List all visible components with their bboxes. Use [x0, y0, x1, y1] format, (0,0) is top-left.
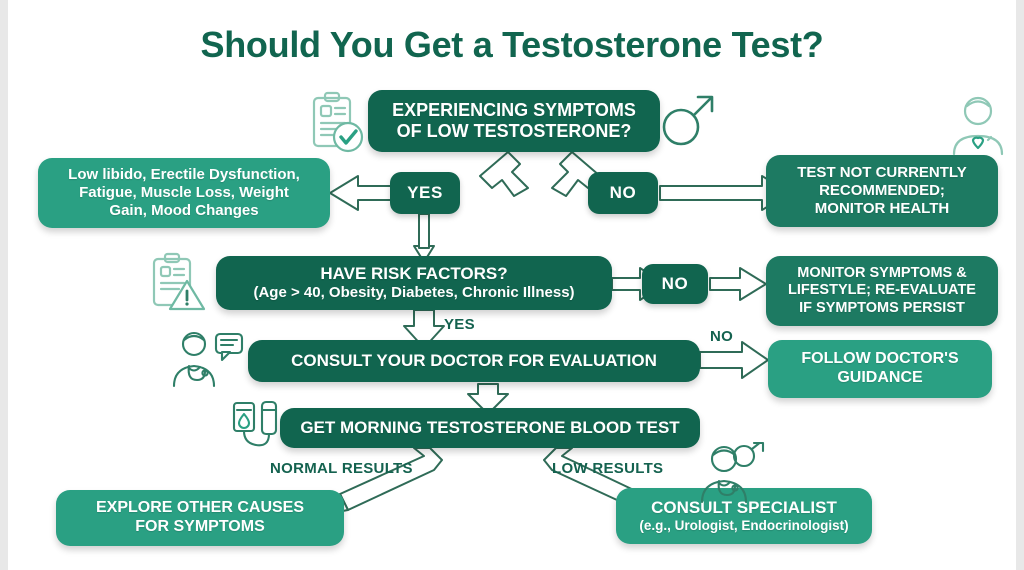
node-have-risk-factors[interactable]: HAVE RISK FACTORS? (Age > 40, Obesity, D…: [216, 256, 612, 310]
node-line: Gain, Mood Changes: [109, 201, 259, 219]
node-line: MONITOR SYMPTOMS &: [797, 265, 967, 282]
decision-pill-no-risk[interactable]: NO: [642, 264, 708, 304]
node-line: IF SYMPTOMS PERSIST: [799, 299, 965, 316]
node-line: HAVE RISK FACTORS?: [320, 264, 508, 284]
node-line: GET MORNING TESTOSTERONE BLOOD TEST: [300, 417, 680, 437]
node-line: FOR SYMPTOMS: [135, 518, 265, 535]
node-line: GUIDANCE: [837, 369, 923, 386]
node-symptom-list[interactable]: Low libido, Erectile Dysfunction, Fatigu…: [38, 158, 330, 228]
node-line: (e.g., Urologist, Endocrinologist): [639, 518, 849, 534]
person-heart-icon: [944, 92, 1012, 160]
edge-label-no-doctor: NO: [710, 328, 734, 345]
node-blood-test[interactable]: GET MORNING TESTOSTERONE BLOOD TEST: [280, 408, 700, 448]
node-line: TEST NOT CURRENTLY: [797, 164, 967, 182]
node-experiencing-symptoms[interactable]: EXPERIENCING SYMPTOMS OF LOW TESTOSTERON…: [368, 90, 660, 152]
node-line: LIFESTYLE; RE-EVALUATE: [788, 282, 976, 299]
page-title: Should You Get a Testosterone Test?: [200, 24, 824, 65]
node-line: Fatigue, Muscle Loss, Weight: [79, 184, 289, 202]
node-explore-causes[interactable]: EXPLORE OTHER CAUSES FOR SYMPTOMS: [56, 490, 344, 546]
edge-label-normal-results: NORMAL RESULTS: [270, 460, 413, 477]
decision-pill-no-symptoms[interactable]: NO: [588, 172, 658, 214]
clipboard-warning-icon: [146, 252, 208, 314]
clipboard-check-icon: [304, 90, 366, 156]
node-line: EXPERIENCING SYMPTOMS: [392, 99, 636, 120]
node-line: CONSULT SPECIALIST: [651, 498, 837, 518]
left-edge-rail: [0, 0, 8, 570]
decision-pill-yes-symptoms[interactable]: YES: [390, 172, 460, 214]
node-line: (Age > 40, Obesity, Diabetes, Chronic Il…: [253, 284, 575, 302]
edge-label-low-results: LOW RESULTS: [552, 460, 664, 477]
blood-vial-icon: [226, 398, 290, 458]
node-consult-doctor[interactable]: CONSULT YOUR DOCTOR FOR EVALUATION: [248, 340, 700, 382]
node-follow-guidance[interactable]: FOLLOW DOCTOR'S GUIDANCE: [768, 340, 992, 398]
right-edge-rail: [1016, 0, 1024, 570]
edge-label-yes-risk: YES: [444, 316, 475, 333]
node-test-not-recommended[interactable]: TEST NOT CURRENTLY RECOMMENDED; MONITOR …: [766, 155, 998, 227]
node-line: FOLLOW DOCTOR'S: [801, 350, 959, 368]
node-line: EXPLORE OTHER CAUSES: [95, 499, 305, 517]
doctor-chat-icon: [168, 328, 246, 390]
node-monitor-symptoms[interactable]: MONITOR SYMPTOMS & LIFESTYLE; RE-EVALUAT…: [766, 256, 998, 326]
node-line: RECOMMENDED;: [819, 182, 945, 200]
node-line: CONSULT YOUR DOCTOR FOR EVALUATION: [291, 350, 657, 370]
node-line: MONITOR HEALTH: [814, 199, 950, 217]
specialist-doctor-icon: [694, 442, 768, 504]
male-symbol-icon: [658, 86, 720, 152]
node-line: Low libido, Erectile Dysfunction,: [68, 166, 300, 184]
node-line: OF LOW TESTOSTERONE?: [396, 121, 632, 141]
